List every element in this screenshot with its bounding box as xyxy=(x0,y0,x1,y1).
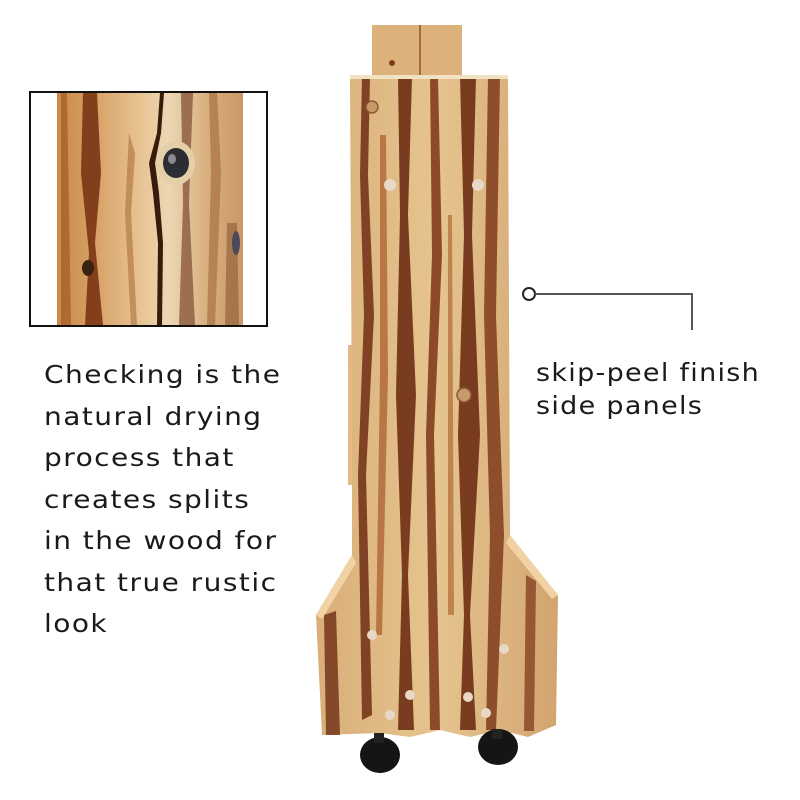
caption-line: Checking is the xyxy=(44,360,282,389)
caption-line: in the wood for xyxy=(44,526,278,555)
caster-wheel-right xyxy=(478,729,518,765)
caption-line: look xyxy=(44,609,109,638)
inset-closeup-photo xyxy=(29,91,268,327)
caster-wheel-left xyxy=(360,733,400,773)
top-block xyxy=(372,25,462,75)
wood-checking-closeup-image xyxy=(31,93,266,325)
caption-line: natural drying xyxy=(44,401,263,431)
caption-line: process that xyxy=(44,443,235,472)
skip-peel-label: skip-peel finish side panels xyxy=(536,356,760,422)
caption-line: side panels xyxy=(536,391,704,420)
caption-line: skip-peel finish xyxy=(536,358,761,387)
checking-description-text: Checking is the natural drying process t… xyxy=(44,354,346,645)
log-cabinet-product-image xyxy=(316,25,558,773)
caption-line: creates splits xyxy=(44,484,251,514)
caption-line: that true rustic xyxy=(44,567,278,597)
